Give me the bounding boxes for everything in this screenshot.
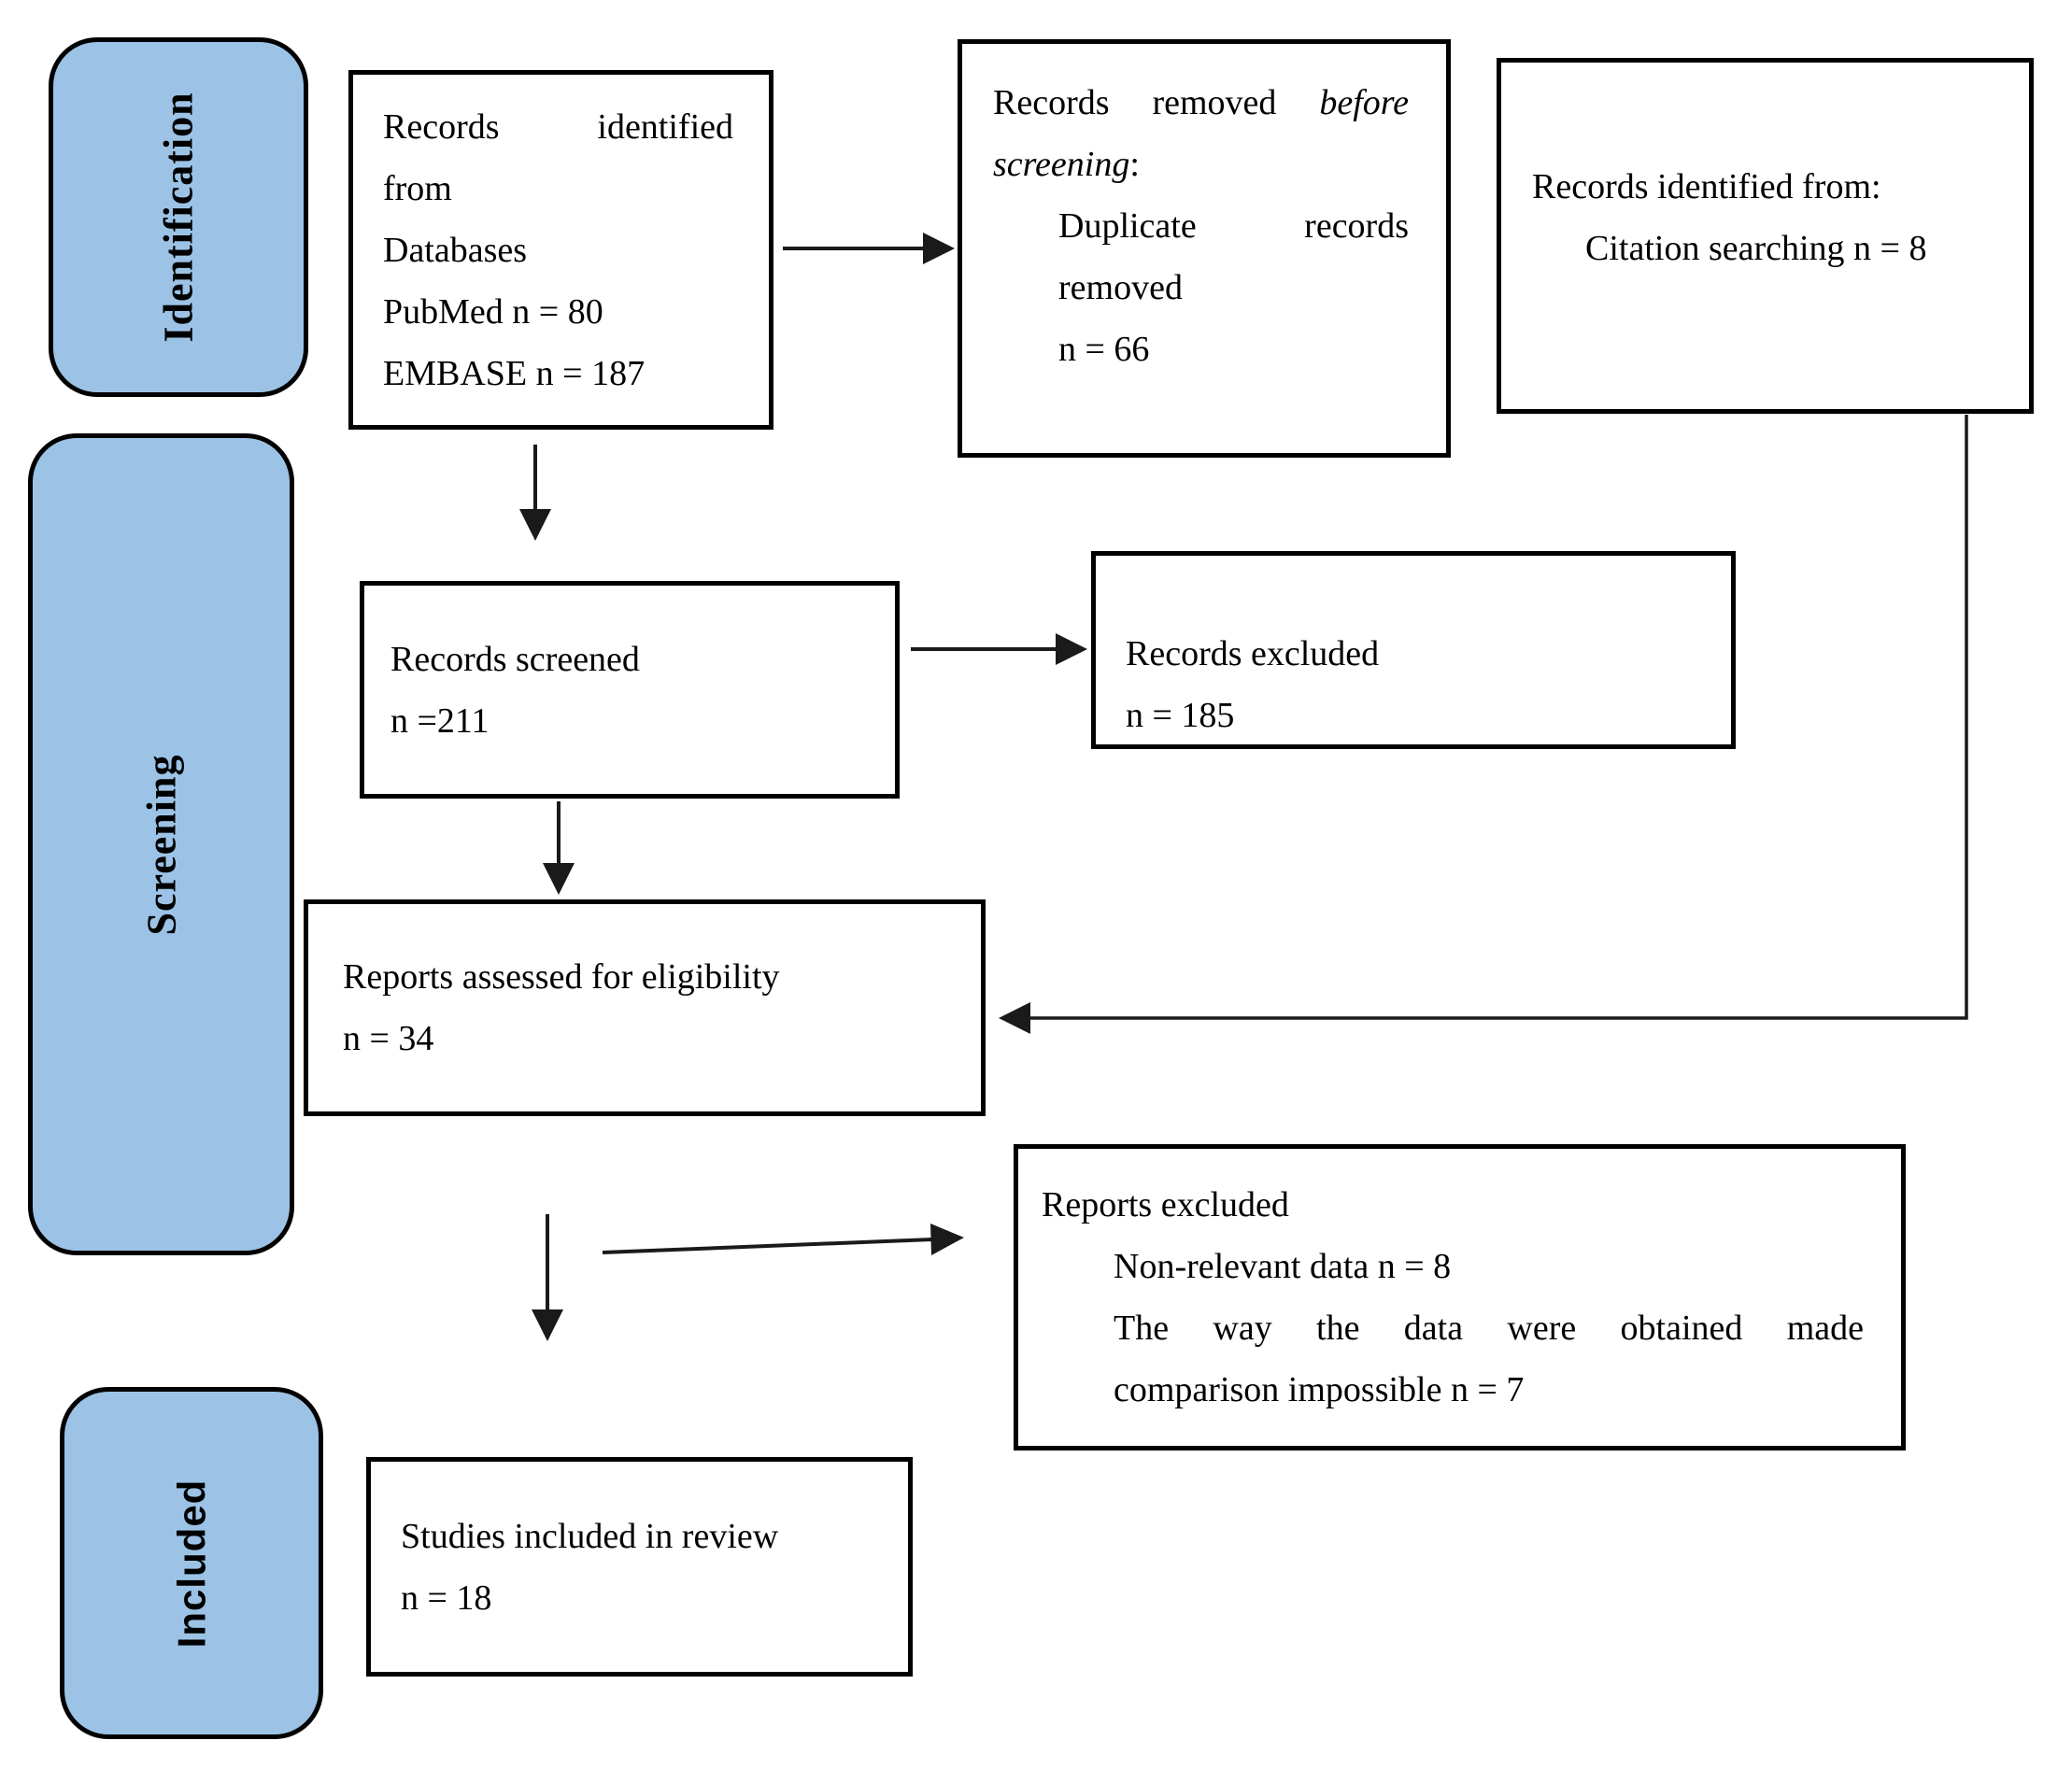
box-line: n = 185 <box>1126 696 1235 735</box>
box-line: Records identified from: <box>1532 167 1881 206</box>
stage-screening-label: Screening <box>138 754 184 935</box>
arrow-assessed-to-reports-excluded <box>602 1224 964 1255</box>
box-line: Records identified <box>383 106 733 147</box>
stage-screening: Screening <box>28 433 294 1255</box>
box-line: The way the data were obtained made <box>1114 1309 1864 1348</box>
box-studies-included: Studies included in review n = 18 <box>366 1457 913 1677</box>
box-line: Databases <box>383 230 528 270</box>
box-line: comparison impossible n = 7 <box>1114 1370 1525 1409</box>
box-line: Records excluded <box>1126 634 1380 673</box>
box-line-italic: screening <box>993 145 1130 184</box>
box-line: Duplicate records <box>1058 206 1409 246</box>
box-line: n = 34 <box>343 1019 434 1058</box>
box-line: Citation searching n = 8 <box>1585 229 1927 268</box>
box-line: PubMed n = 80 <box>383 291 603 332</box>
box-records-removed: Records removed before screening: Duplic… <box>958 39 1451 458</box>
box-line: n =211 <box>390 701 490 741</box>
box-line: screening: <box>993 134 1409 195</box>
box-line: from <box>383 168 452 208</box>
arrow-identified-to-screened <box>519 445 551 541</box>
box-line-italic: before <box>1319 83 1410 122</box>
box-line: removed <box>1058 268 1183 307</box>
box-line: Records screened <box>390 639 640 679</box>
stage-identification: Identification <box>49 37 308 397</box>
box-line: Reports assessed for eligibility <box>343 957 780 997</box>
box-line: Records removed before <box>993 72 1409 134</box>
box-reports-excluded: Reports excluded Non-relevant data n = 8… <box>1014 1144 1906 1451</box>
stage-identification-label: Identification <box>155 92 202 343</box>
box-line-text: Records removed <box>993 83 1277 122</box>
box-citation-searching: Records identified from: Citation search… <box>1497 58 2034 414</box>
box-line: n = 18 <box>401 1578 492 1618</box>
box-line: Reports excluded <box>1042 1185 1289 1224</box>
arrow-screened-to-excluded <box>911 633 1087 665</box>
box-line: Studies included in review <box>401 1516 779 1556</box>
arrow-identified-to-removed <box>783 233 955 264</box>
box-line-text: : <box>1129 145 1140 184</box>
box-line: Non-relevant data n = 8 <box>1114 1247 1452 1286</box>
box-reports-assessed: Reports assessed for eligibility n = 34 <box>304 899 986 1116</box>
box-line: n = 66 <box>1058 330 1150 369</box>
box-records-excluded: Records excluded n = 185 <box>1091 551 1736 749</box>
arrow-assessed-to-included <box>532 1214 563 1341</box>
stage-included-label: Included <box>169 1479 213 1648</box>
box-records-screened: Records screened n =211 <box>360 581 900 799</box>
arrow-screened-to-assessed <box>543 801 575 895</box>
stage-included: Included <box>60 1387 323 1739</box>
box-line: EMBASE n = 187 <box>383 353 646 393</box>
box-records-identified: Records identified from Databases PubMed… <box>348 70 773 430</box>
